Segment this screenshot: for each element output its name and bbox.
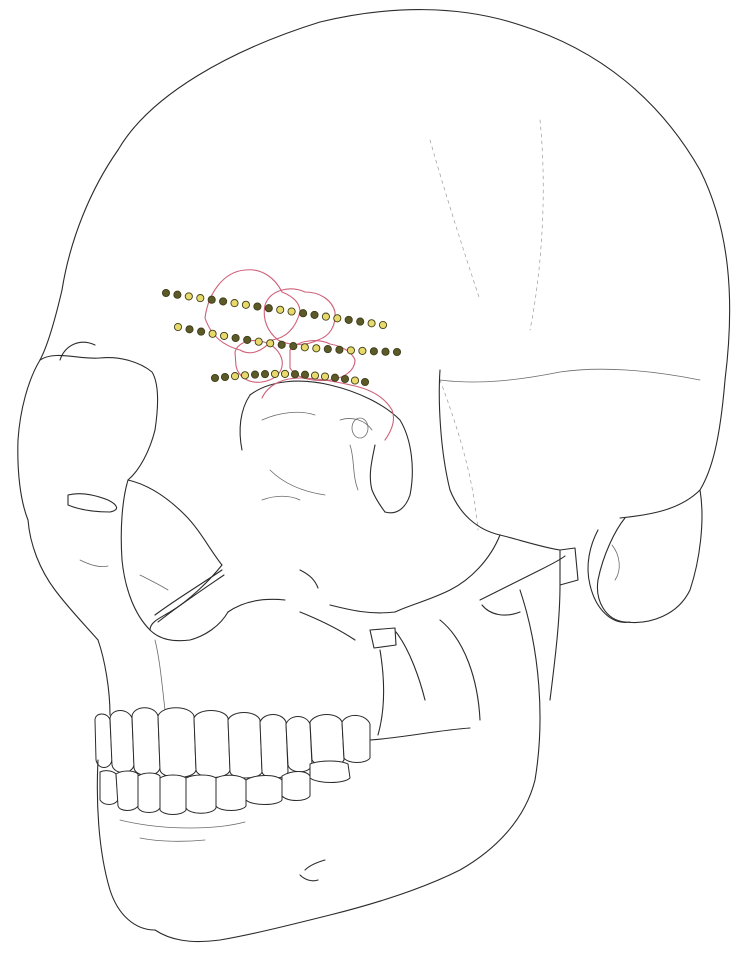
electrode-contact [334,315,341,322]
temporal-region [395,370,630,622]
electrode-contact [341,375,348,382]
electrode-contact [357,318,364,325]
electrode-contact [174,323,181,330]
electrode-contact [321,373,328,380]
electrode-contact [208,296,215,303]
electrode-contact [311,311,318,318]
electrode-contact [265,305,272,312]
electrode-contact [359,347,366,354]
electrode-contact [281,370,288,377]
electrode-contact [382,348,389,355]
electrode-contact [241,372,248,379]
electrode-contact [244,336,251,343]
electrode-contact [291,371,298,378]
electrode-contact [220,298,227,305]
electrode-contact [271,370,278,377]
electrode-contact [221,373,228,380]
electrode-contact [255,338,262,345]
electrode-contact [347,347,354,354]
electrode-contact [174,291,181,298]
electrode-contact [361,378,368,385]
cranium-outline [40,10,730,623]
face-outline [18,342,425,735]
electrode-contact [267,340,274,347]
electrode-contact [186,326,193,333]
electrode-contact [345,316,352,323]
electrode-contact [198,328,205,335]
electrode-contact [231,373,238,380]
electrode-contact [311,372,318,379]
electrode-contact [336,346,343,353]
electrode-contact [393,348,400,355]
electrode-contact [221,332,228,339]
electrode-contact [324,346,331,353]
electrode-contact [209,330,216,337]
electrode-contact [185,293,192,300]
electrode-contact [211,374,218,381]
electrode-contact [251,371,258,378]
strip-middle [174,323,400,355]
electrode-contact [301,344,308,351]
electrode-contact [301,371,308,378]
electrode-contact [368,320,375,327]
electrode-contact [232,334,239,341]
electrode-contact [351,377,358,384]
electrode-contact [379,321,386,328]
electrode-contact [370,348,377,355]
electrode-contact [277,306,284,313]
electrode-contact [162,289,169,296]
electrode-contact [278,341,285,348]
electrode-contact [261,371,268,378]
electrode-contact [313,345,320,352]
electrode-contact [254,303,261,310]
strip-upper [162,289,386,328]
electrode-contact [197,295,204,302]
brain-gyrus-outline [205,270,394,440]
electrode-contact [300,310,307,317]
electrode-contact [331,374,338,381]
electrode-contact [242,301,249,308]
electrode-contact [288,308,295,315]
electrode-contact [290,343,297,350]
electrode-contact [322,313,329,320]
electrode-contact [231,300,238,307]
